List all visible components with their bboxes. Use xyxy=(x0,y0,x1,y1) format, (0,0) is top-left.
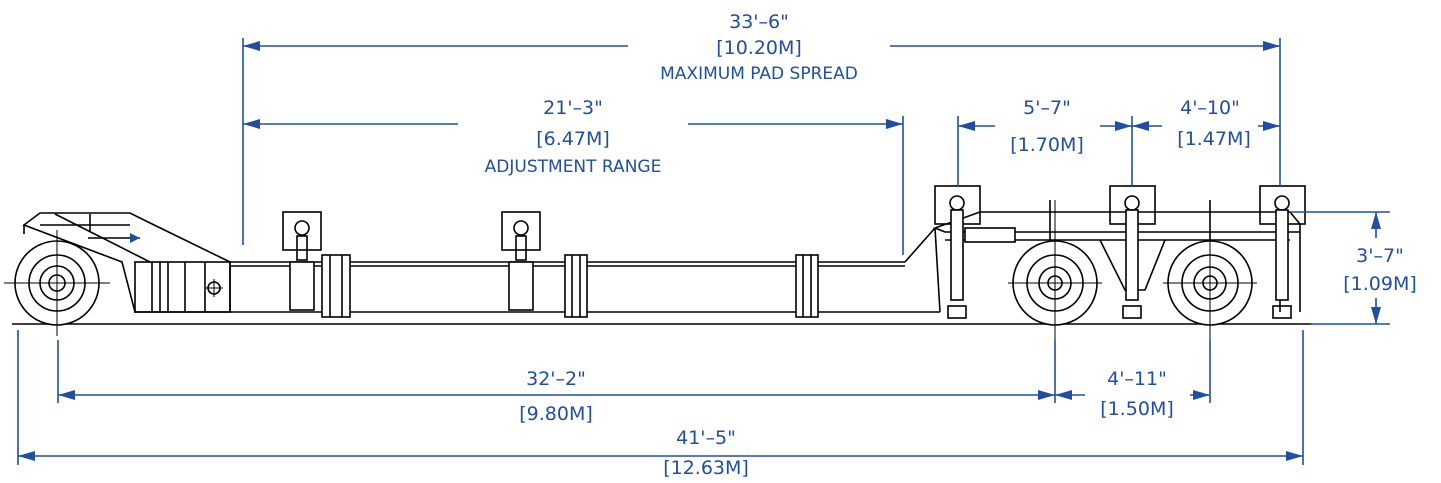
dim-line-deck-height xyxy=(1371,212,1381,324)
deck-height-imperial: 3'–7" xyxy=(1356,245,1404,267)
beam-clamp-2 xyxy=(564,254,588,318)
pad-spacing-2-metric: [1.47M] xyxy=(1177,128,1251,150)
beam-pad-2 xyxy=(501,211,541,311)
adjustment-range-imperial: 21'–3" xyxy=(543,97,603,119)
rear-pad-1 xyxy=(934,185,981,319)
dim-line-adjustment-range xyxy=(243,119,903,129)
dimension-labels: 33'–6" [10.20M] MAXIMUM PAD SPREAD 21'–3… xyxy=(485,11,1417,479)
pad-spacing-2-imperial: 4'–10" xyxy=(1180,97,1240,119)
dim-line-pad-spacing-2 xyxy=(1132,121,1280,131)
beam-pad-1 xyxy=(282,211,322,311)
dim-line-axle-spread xyxy=(1055,390,1210,400)
rear-pad-2 xyxy=(1109,185,1156,319)
front-dolly xyxy=(4,212,231,336)
max-pad-spread-label: MAXIMUM PAD SPREAD xyxy=(660,64,858,84)
axle-spread-metric: [1.50M] xyxy=(1100,398,1174,420)
deck-height-metric: [1.09M] xyxy=(1343,273,1417,295)
adjustment-range-metric: [6.47M] xyxy=(536,128,610,150)
rear-wheel-2 xyxy=(1163,200,1257,400)
dim-line-wheelbase xyxy=(58,390,1055,400)
pad-spacing-1-metric: [1.70M] xyxy=(1010,134,1084,156)
pad-spacing-1-imperial: 5'–7" xyxy=(1023,97,1071,119)
dim-line-pad-spacing-1 xyxy=(958,121,1132,131)
dimension-lines xyxy=(17,38,1390,465)
wheelbase-metric: [9.80M] xyxy=(519,403,593,425)
overall-length-imperial: 41'–5" xyxy=(676,427,736,449)
beam-clamp-1 xyxy=(321,254,351,318)
axle-spread-imperial: 4'–11" xyxy=(1107,368,1167,390)
wheelbase-imperial: 32'–2" xyxy=(526,368,586,390)
max-pad-spread-metric: [10.20M] xyxy=(716,37,802,59)
rear-pad-3 xyxy=(1259,185,1306,319)
beam-clamp-3 xyxy=(795,254,819,318)
dim-line-overall-length xyxy=(18,451,1303,461)
max-pad-spread-imperial: 33'–6" xyxy=(729,11,789,33)
overall-length-metric: [12.63M] xyxy=(663,457,749,479)
trailer-outline xyxy=(4,185,1312,400)
adjustment-range-label: ADJUSTMENT RANGE xyxy=(485,157,662,177)
dim-line-max-pad-spread xyxy=(243,41,1280,51)
